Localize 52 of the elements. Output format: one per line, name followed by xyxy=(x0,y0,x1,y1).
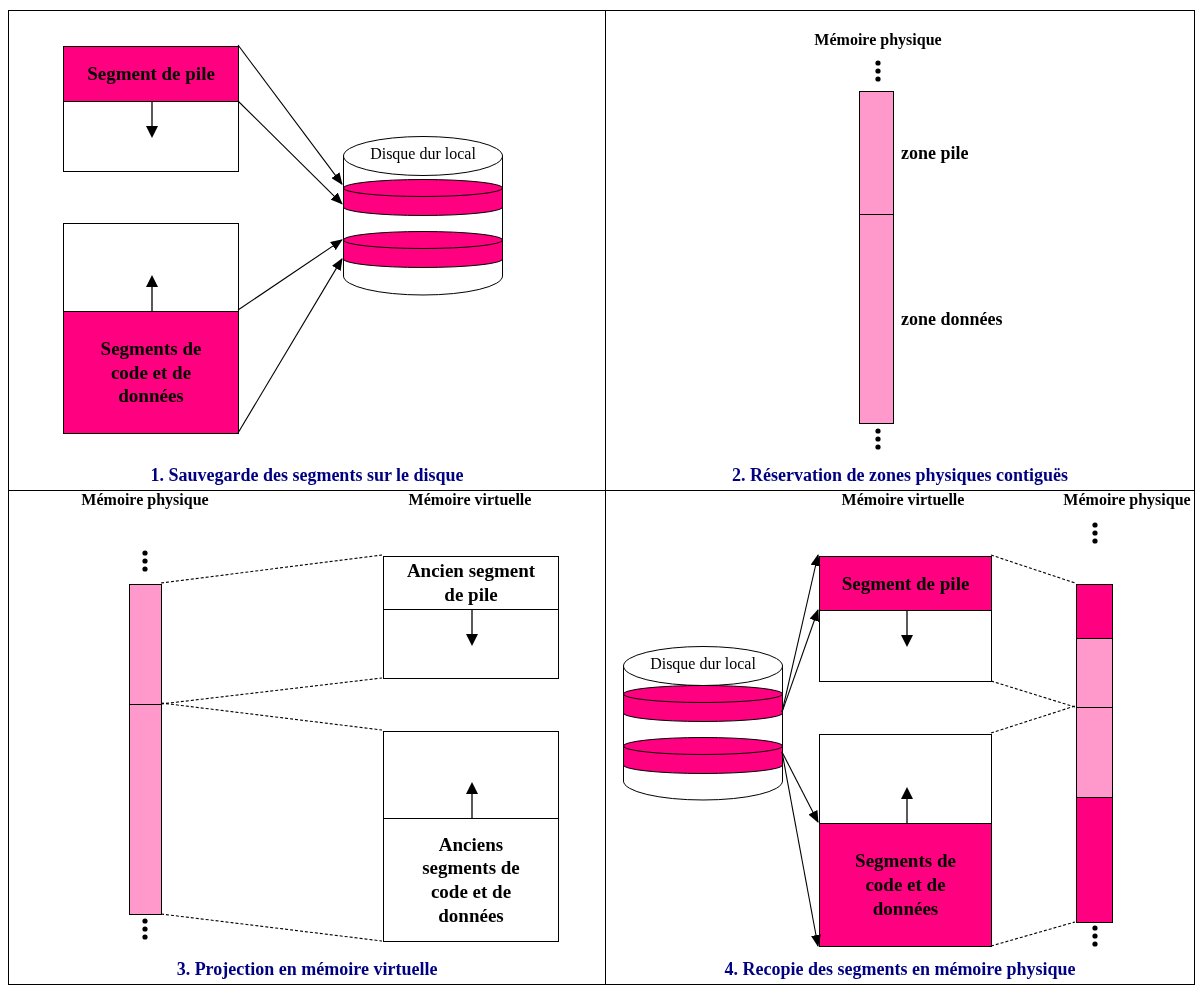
memory-segment xyxy=(1076,638,1113,708)
disk-platter xyxy=(623,685,783,723)
mapping-line xyxy=(990,705,1076,734)
segment-box: Segments de code et de données xyxy=(63,311,239,434)
memory-segment xyxy=(129,704,162,915)
free-space-box xyxy=(819,610,992,682)
free-space-box xyxy=(819,734,992,824)
memory-segment xyxy=(129,584,162,705)
arrow xyxy=(237,100,343,205)
column-heading: Mémoire physique xyxy=(814,31,942,49)
disk-platter xyxy=(623,737,783,775)
mapping-line xyxy=(160,677,383,705)
segment-box: Segments de code et de données xyxy=(819,823,992,947)
mapping-line xyxy=(990,921,1076,947)
mapping-line xyxy=(160,913,383,942)
mapping-line xyxy=(160,702,383,731)
panel-caption: 1. Sauvegarde des segments sur le disque xyxy=(149,465,465,486)
panel-caption: 2. Réservation de zones physiques contiguës xyxy=(731,465,1069,486)
column-heading: Mémoire virtuelle xyxy=(841,491,965,509)
arrow xyxy=(237,239,343,311)
mapping-line xyxy=(160,554,383,584)
arrow xyxy=(781,751,821,947)
segment-box: Segment de pile xyxy=(63,46,239,102)
memory-segment xyxy=(1076,707,1113,798)
column-heading: Mémoire virtuelle xyxy=(408,491,532,509)
memory-segment xyxy=(1076,584,1113,639)
zone-label: zone pile xyxy=(901,142,969,164)
free-space-box xyxy=(383,609,559,679)
panel-caption: 4. Recopie des segments en mémoire physique xyxy=(723,959,1077,980)
arrow xyxy=(237,44,343,185)
free-space-box xyxy=(63,101,239,172)
mapping-line xyxy=(990,554,1076,584)
segment-box: Ancien segment de pile xyxy=(383,556,559,610)
column-heading: Mémoire physique xyxy=(1063,491,1191,509)
arrow xyxy=(781,751,819,823)
column-heading: Mémoire physique xyxy=(81,491,209,509)
disk-label: Disque dur local xyxy=(649,655,757,673)
segment-box: Segment de pile xyxy=(819,556,992,611)
segment-box: Anciens segments de code et de données xyxy=(383,818,559,942)
disk-label: Disque dur local xyxy=(369,145,477,163)
arrow xyxy=(781,609,820,713)
disk-platter xyxy=(343,231,503,269)
panel-caption: 3. Projection en mémoire virtuelle xyxy=(175,959,439,980)
arrow xyxy=(237,258,343,434)
zone-label: zone données xyxy=(901,308,1003,330)
disk-cylinder xyxy=(343,136,503,296)
free-space-box xyxy=(63,223,239,312)
disk-cylinder xyxy=(623,646,783,801)
free-space-box xyxy=(383,731,559,819)
mapping-line xyxy=(990,680,1076,708)
disk-platter xyxy=(343,179,503,217)
memory-segment xyxy=(1076,797,1113,923)
